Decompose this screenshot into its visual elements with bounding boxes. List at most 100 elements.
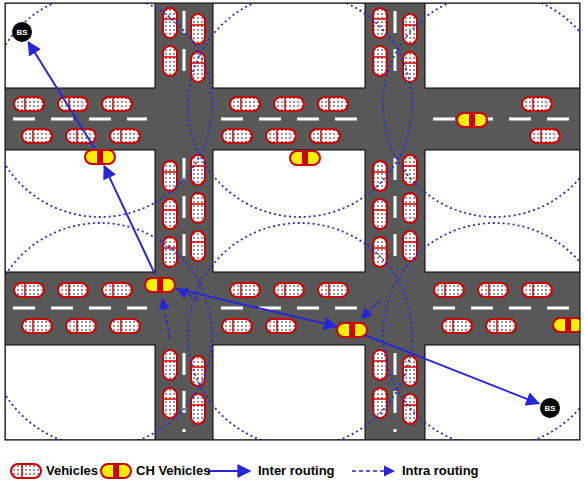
vehicle: [66, 129, 96, 143]
vehicle: [442, 319, 472, 333]
vehicle: [102, 97, 132, 111]
vehicle: [110, 129, 140, 143]
vehicle: [274, 97, 304, 111]
base-station: BS: [540, 398, 560, 418]
lane-divider: [183, 158, 186, 264]
lane-divider: [183, 353, 186, 432]
vehicle: [163, 8, 177, 38]
ch-vehicle: [553, 318, 580, 332]
ch-vehicle: [290, 151, 320, 165]
ch-vehicle: [145, 278, 175, 292]
vehicle: [522, 283, 552, 297]
legend-inter-sample: [208, 470, 250, 472]
city-block: [425, 150, 580, 272]
vehicle: [530, 129, 560, 143]
ch-vehicle: [337, 323, 367, 337]
vehicle: [230, 97, 260, 111]
lane-divider: [183, 11, 186, 80]
lane-divider: [433, 118, 572, 121]
vehicle: [310, 129, 340, 143]
ch-vehicle: [457, 113, 487, 127]
vehicle: [11, 464, 41, 478]
inter-routing-arrow: [176, 289, 337, 327]
vehicle: [163, 161, 177, 191]
vehicle: [14, 283, 44, 297]
inter-routing-arrow: [365, 335, 539, 403]
city-block: [425, 3, 580, 88]
vehicle: [373, 161, 387, 191]
vehicle: [274, 283, 304, 297]
city-block: [425, 345, 580, 440]
vehicle: [266, 129, 296, 143]
inter-routing-arrow: [104, 166, 155, 274]
vehicle: [191, 394, 205, 424]
frame: [5, 3, 580, 440]
city-block: [5, 150, 155, 272]
vehicle: [318, 97, 348, 111]
base-station: BS: [12, 22, 32, 42]
coverage-circle: [383, 3, 580, 217]
vehicle: [163, 388, 177, 418]
vehicle: [58, 97, 88, 111]
vehicle: [191, 14, 205, 44]
vehicle: [58, 283, 88, 297]
vehicle: [230, 283, 260, 297]
vehicle: [163, 199, 177, 229]
coverage-circle: [188, 223, 412, 440]
vehicle: [191, 193, 205, 223]
vehicle: [434, 283, 464, 297]
lane-divider: [433, 307, 572, 310]
road-ground: [5, 3, 580, 440]
legend-label: Intra routing: [402, 463, 479, 478]
vehicle: [102, 283, 132, 297]
coverage-circle: [5, 223, 212, 440]
vehicle: [373, 199, 387, 229]
lane-divider: [13, 118, 147, 121]
city-block: [213, 345, 365, 440]
lane-divider: [221, 307, 357, 310]
intra-routing-arrow: [178, 289, 198, 300]
vehicle: [191, 231, 205, 261]
station-label: BS: [544, 404, 555, 413]
vehicle: [478, 283, 508, 297]
vehicle: [191, 52, 205, 82]
vehicle: [14, 97, 44, 111]
ch-vehicle: [101, 464, 131, 478]
intra-routing-arrow: [361, 300, 380, 319]
vehicle: [266, 319, 296, 333]
legend-label: Inter routing: [258, 463, 335, 478]
legend-label: CH Vehicles: [136, 463, 210, 478]
vehicle: [318, 283, 348, 297]
lane-divider: [221, 118, 357, 121]
intra-routing-arrow: [162, 299, 170, 338]
vehicle: [486, 319, 516, 333]
station-label: BS: [16, 28, 27, 37]
coverage-circle: [5, 3, 212, 217]
city-block: [213, 3, 365, 88]
vehicle: [22, 319, 52, 333]
vehicle: [403, 356, 417, 386]
vehicle: [403, 52, 417, 82]
vehicle: [163, 350, 177, 380]
vehicle: [66, 319, 96, 333]
vehicle: [373, 46, 387, 76]
ch-vehicle: [85, 150, 115, 164]
lane-divider: [13, 307, 147, 310]
inter-routing-arrow: [28, 42, 94, 148]
vehicle: [22, 129, 52, 143]
lane-divider: [394, 158, 397, 264]
vehicle: [403, 231, 417, 261]
vehicle: [222, 319, 252, 333]
vehicle: [373, 237, 387, 267]
vehicle: [522, 97, 552, 111]
vehicle: [110, 319, 140, 333]
vehicle: [403, 155, 417, 185]
legend-label: Vehicles: [46, 463, 98, 478]
city-block: [5, 3, 155, 88]
coverage-circle: [188, 3, 412, 217]
vehicle: [403, 193, 417, 223]
coverage-circle: [383, 223, 580, 440]
vehicle: [222, 129, 252, 143]
vehicle: [163, 46, 177, 76]
